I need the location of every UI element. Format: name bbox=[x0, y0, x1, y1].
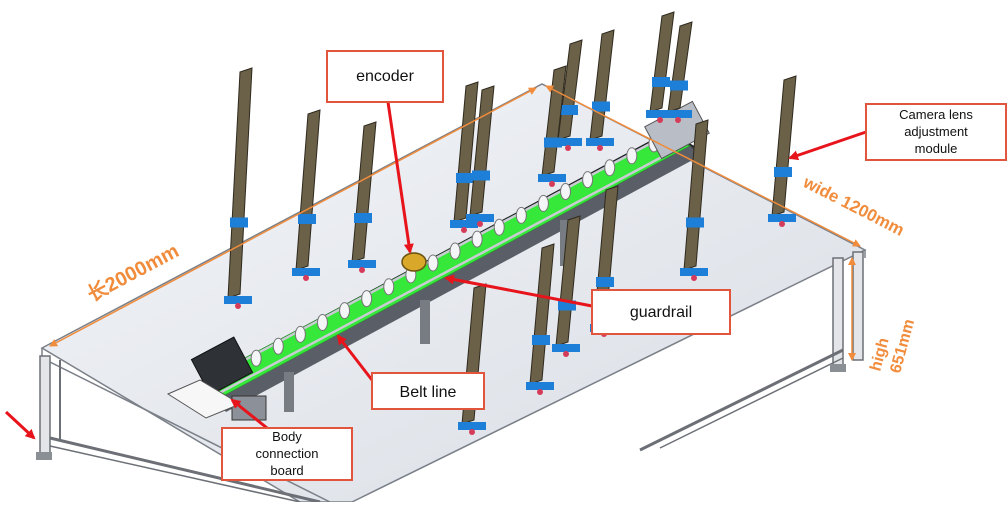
table-foot-left bbox=[36, 452, 52, 460]
camera-lens-label-2: adjustment bbox=[904, 124, 968, 139]
body-board-arrow bbox=[230, 398, 273, 434]
bottle bbox=[626, 147, 638, 165]
encoder-wheel bbox=[401, 252, 427, 272]
body-connection-label-2: connection bbox=[256, 446, 319, 461]
encoder-label: encoder bbox=[356, 68, 414, 85]
bottle bbox=[560, 183, 572, 201]
table-leg-left bbox=[39, 355, 51, 457]
bottle bbox=[361, 290, 373, 308]
table-top bbox=[40, 83, 867, 503]
camera-lens-callout: Camera lens adjustment module bbox=[865, 103, 1007, 161]
callout-boxes: encoder Camera lens adjustment module gu… bbox=[221, 50, 1007, 481]
body-connection-board-part bbox=[231, 395, 267, 421]
bottle bbox=[427, 254, 439, 272]
bottle bbox=[339, 302, 351, 320]
camera-lens-label-3: module bbox=[915, 141, 958, 156]
belt-line-callout: Belt line bbox=[371, 372, 485, 410]
bottle bbox=[515, 206, 527, 224]
bottle bbox=[493, 218, 505, 236]
infeed-module bbox=[190, 336, 254, 396]
bottle bbox=[471, 230, 483, 248]
body-connection-callout: Body connection board bbox=[221, 427, 353, 481]
length-dimension-line bbox=[49, 87, 537, 347]
guardrail-callout: guardrail bbox=[591, 289, 731, 335]
belt-line-arrow bbox=[336, 334, 374, 381]
height-dimension-label-2: 651mm bbox=[887, 317, 918, 375]
bottle bbox=[250, 349, 262, 367]
body-connection-label-1: Body bbox=[272, 429, 302, 444]
camera-arrow bbox=[788, 130, 867, 161]
table-frame bbox=[36, 83, 867, 504]
encoder-callout: encoder bbox=[326, 50, 444, 103]
camera-lens-label-1: Camera lens bbox=[899, 107, 973, 122]
callout-arrows bbox=[4, 101, 867, 440]
encoder-arrow bbox=[386, 101, 414, 254]
guardrail-arrow bbox=[444, 274, 593, 308]
width-dimension-line bbox=[545, 85, 861, 247]
bottle bbox=[582, 171, 594, 189]
table-foot-right bbox=[830, 364, 846, 372]
left-leg-arrow bbox=[4, 410, 36, 440]
bottle bbox=[537, 194, 549, 212]
body-connection-label-3: board bbox=[270, 463, 303, 478]
belt-line-label: Belt line bbox=[400, 384, 457, 401]
guardrail-label: guardrail bbox=[630, 304, 692, 321]
bottle bbox=[294, 325, 306, 343]
bottle bbox=[604, 159, 616, 177]
bottle bbox=[383, 278, 395, 296]
table-leg-right-back bbox=[852, 251, 864, 361]
bottle bbox=[272, 337, 284, 355]
bottle bbox=[316, 313, 328, 331]
bottle bbox=[449, 242, 461, 260]
